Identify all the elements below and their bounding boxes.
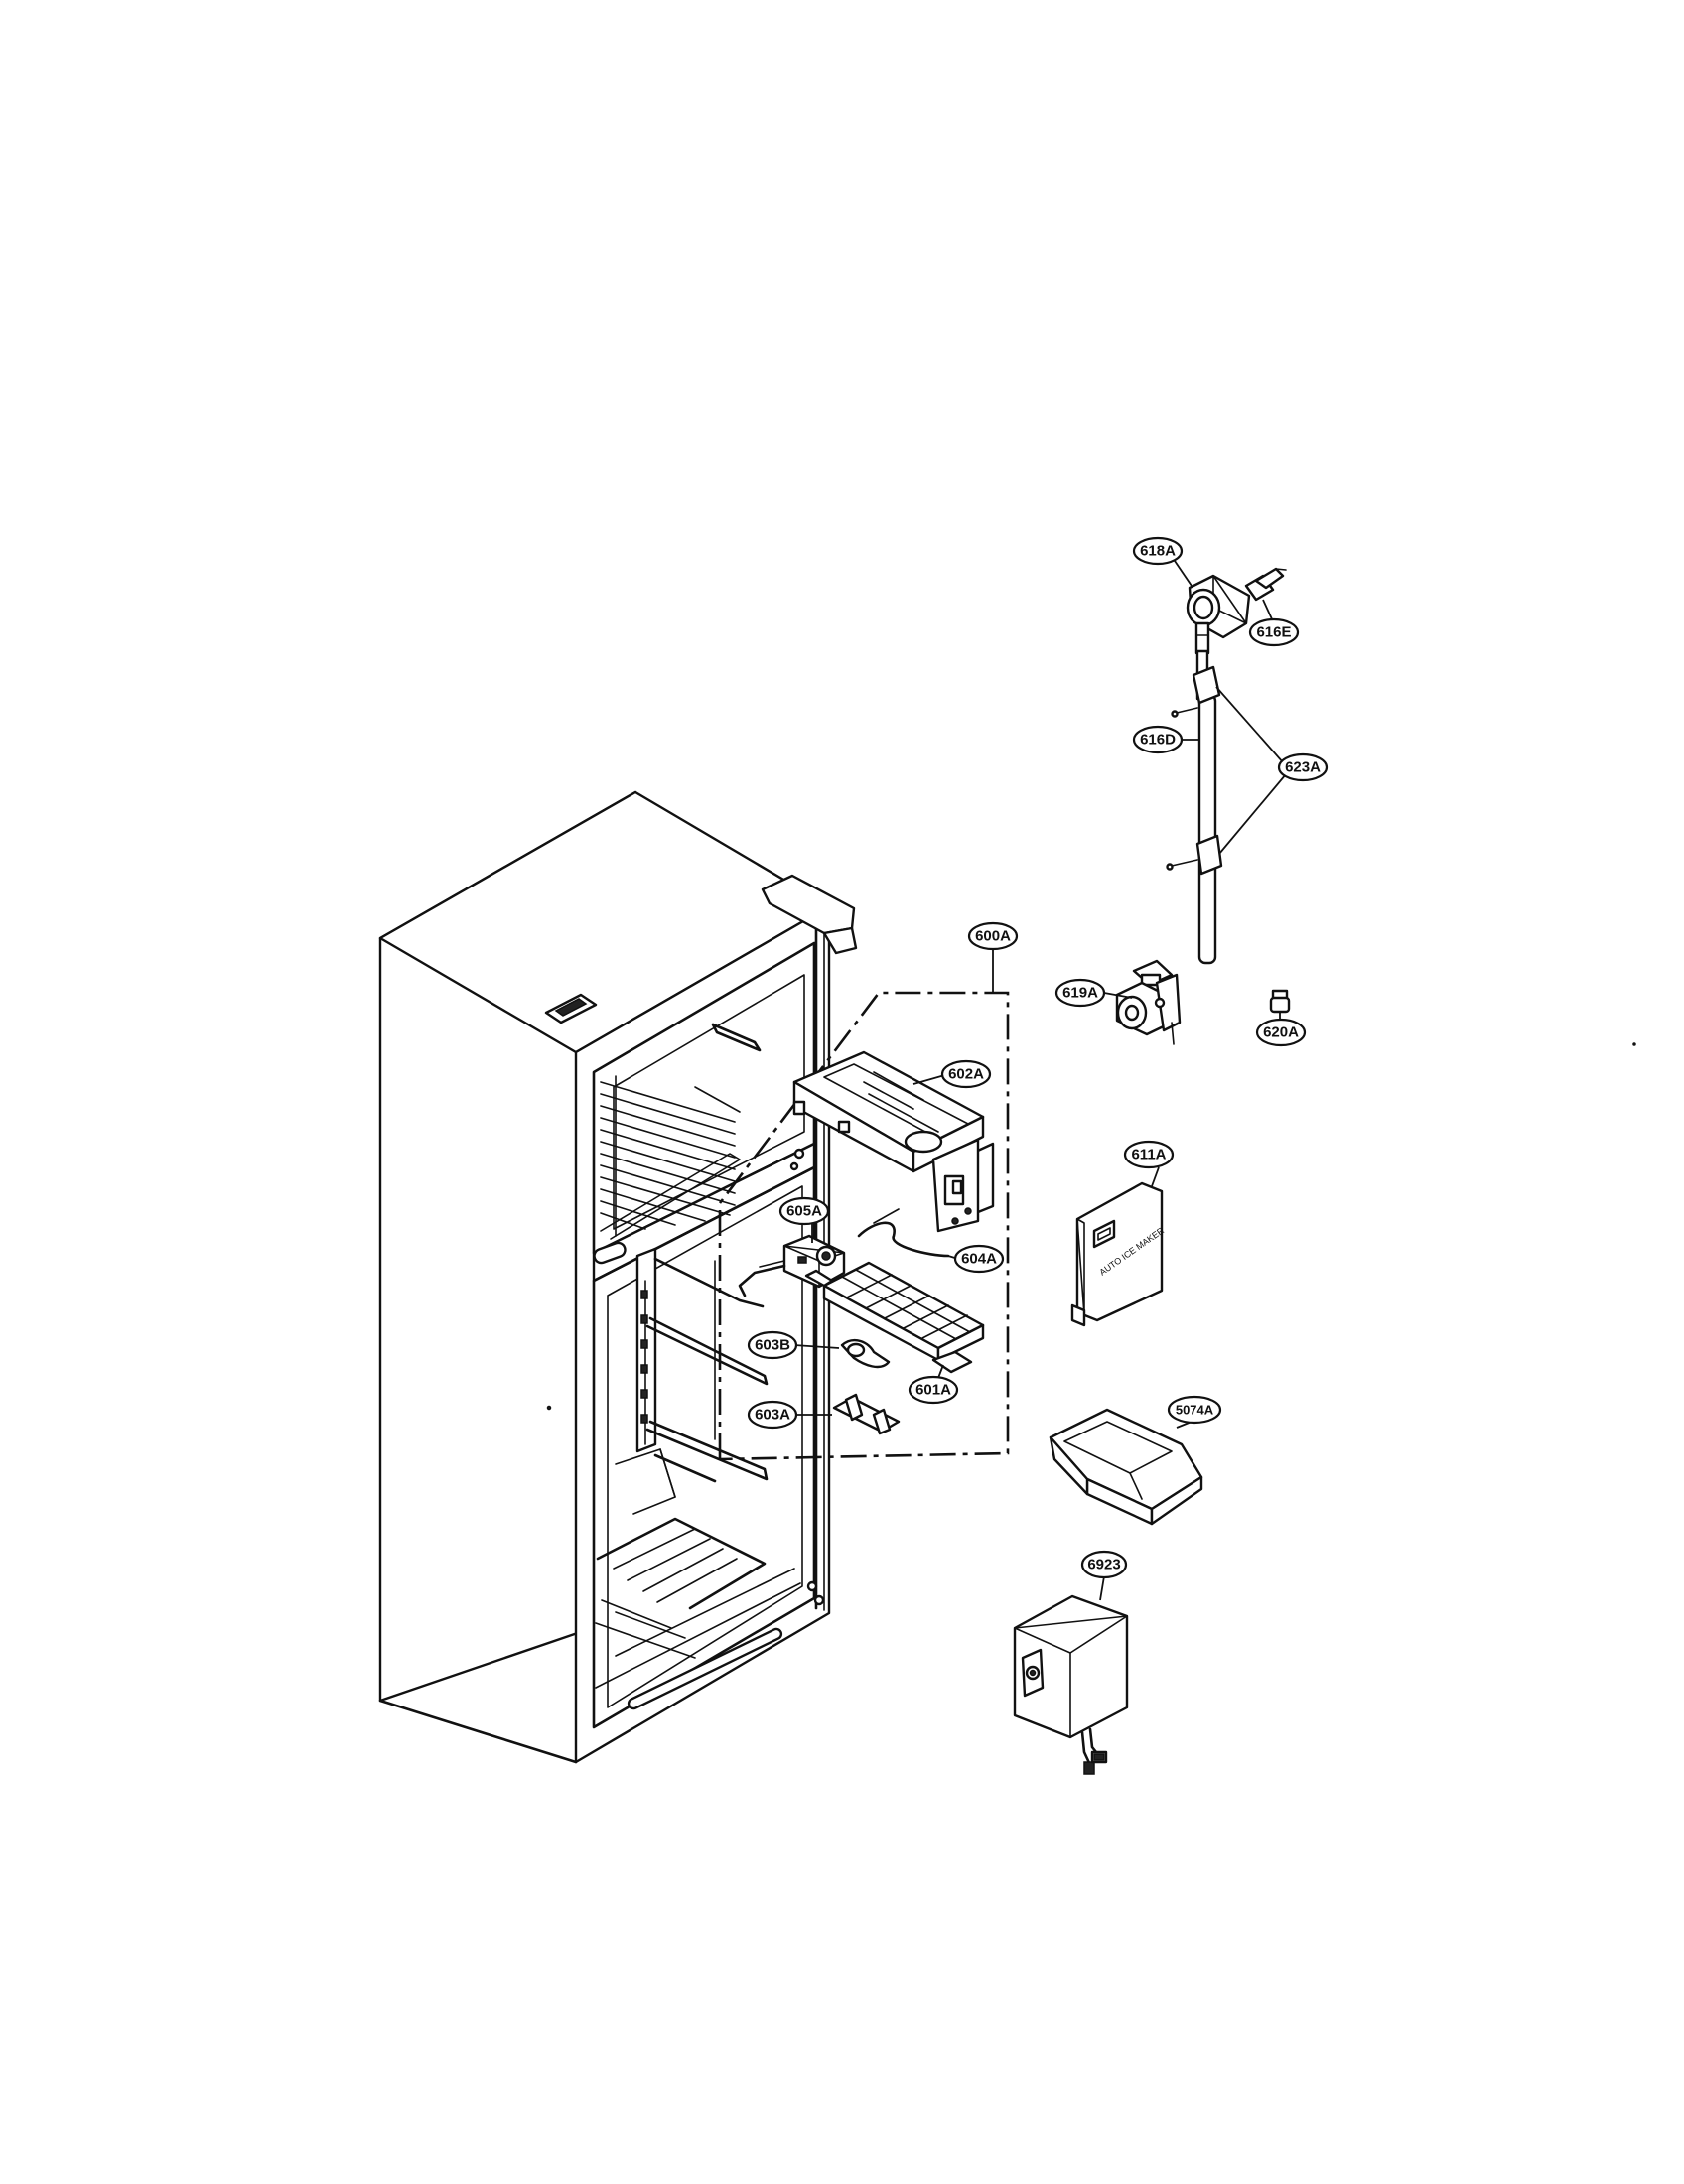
fresh-food-shelves [635,1247,769,1483]
svg-text:6923: 6923 [1087,1557,1120,1573]
fill-cup-618A [1186,574,1251,655]
callout-6923: 6923 [1080,1550,1128,1579]
callout-602A: 602A [940,1059,992,1089]
refrigerator-cabinet [378,790,858,1764]
ice-maker-frame-602A [792,1050,995,1233]
ice-bin-5074A [1049,1408,1203,1526]
svg-text:602A: 602A [948,1066,984,1083]
svg-text:604A: 604A [961,1251,997,1268]
callout-604A: 604A [953,1244,1005,1274]
svg-text:600A: 600A [975,928,1011,945]
svg-text:611A: 611A [1131,1147,1166,1163]
svg-text:619A: 619A [1062,985,1098,1002]
svg-text:620A: 620A [1263,1024,1299,1041]
water-fill-tube-assembly [1103,560,1291,1045]
water-valve-619A [1115,959,1182,1045]
callout-611A: 611A [1123,1140,1175,1169]
callout-605A: 605A [778,1196,830,1226]
water-tube-616D [1192,649,1223,965]
fitting-620A [1269,989,1291,1014]
bearing-603A [832,1393,901,1435]
freezer-evaporator-grid [600,1075,741,1240]
svg-text:618A: 618A [1140,543,1176,560]
nozzle-616E [1244,567,1287,602]
crisper-ribs [595,1517,801,1710]
motor-unit-605A [738,1234,846,1297]
svg-text:601A: 601A [915,1382,951,1399]
callout-5074A: 5074A [1167,1395,1222,1425]
callout-616E: 616E [1248,617,1300,647]
callout-603B: 603B [747,1330,798,1360]
callout-619A: 619A [1054,978,1106,1008]
heater-wire-604A [857,1208,950,1258]
callout-601A: 601A [908,1375,959,1405]
ice-maker-assembly [718,950,1010,1461]
svg-text:616E: 616E [1256,624,1291,641]
callout-620A: 620A [1255,1018,1307,1047]
control-box-6923 [1013,1594,1129,1775]
svg-text:603A: 603A [755,1407,790,1424]
ejector-603B [840,1338,891,1369]
callout-600A: 600A [967,921,1019,951]
svg-text:605A: 605A [786,1203,822,1220]
callout-603A: 603A [747,1400,798,1430]
callout-623A: 623A [1277,752,1329,782]
ice-tray-601A [804,1261,985,1374]
svg-text:616D: 616D [1140,732,1176,749]
callout-616D: 616D [1132,725,1184,754]
svg-text:603B: 603B [755,1337,790,1354]
svg-text:5074A: 5074A [1176,1403,1214,1418]
svg-text:623A: 623A [1285,759,1321,776]
dispenser-cover-611A: AUTO ICE MAKER [1070,1181,1167,1327]
callout-618A: 618A [1132,536,1184,566]
